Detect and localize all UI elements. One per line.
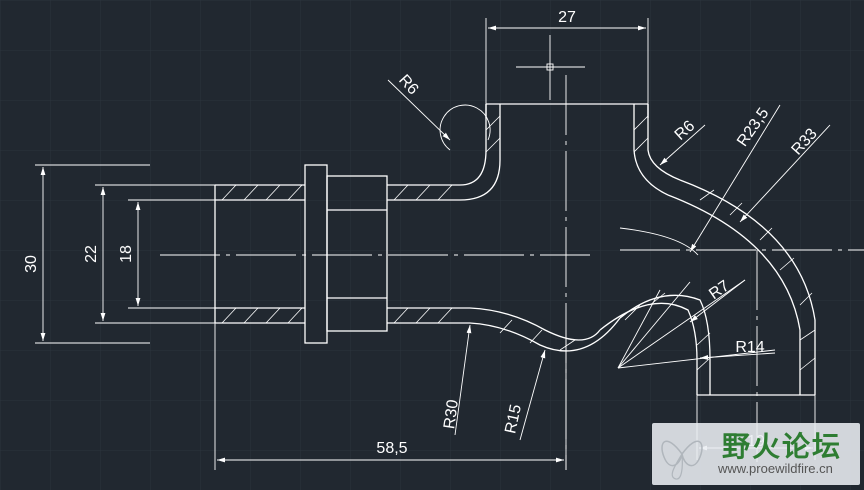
- watermark-url: www.proewildfire.cn: [718, 461, 833, 476]
- dim-label-r30: R30: [441, 399, 462, 431]
- dim-radius-r14[interactable]: R14: [617, 339, 776, 369]
- crosshair-cursor-icon: [516, 35, 585, 100]
- dim-diameter-30[interactable]: 30: [23, 164, 150, 344]
- butterfly-logo-icon: [661, 440, 703, 480]
- dim-label-58-5: 58,5: [376, 440, 407, 457]
- dim-label-r15: R15: [502, 403, 525, 435]
- watermark-title: 野火论坛: [722, 430, 843, 463]
- dim-label-30: 30: [23, 255, 40, 273]
- watermark: 野火论坛 www.proewildfire.cn: [652, 423, 860, 485]
- left-pipe-body: [214, 164, 470, 344]
- dim-diameter-22[interactable]: 22: [83, 184, 215, 324]
- dim-diameter-18[interactable]: 18: [118, 199, 215, 309]
- dim-width-27[interactable]: 27: [485, 9, 649, 104]
- dim-label-18: 18: [118, 245, 135, 263]
- dim-length-58-5[interactable]: 58,5: [214, 323, 567, 470]
- section-hatching: [221, 115, 816, 371]
- dim-label-27: 27: [558, 9, 576, 26]
- faucet-body: [459, 103, 816, 396]
- dim-label-22: 22: [83, 245, 100, 263]
- dim-radius-r30[interactable]: R30: [441, 324, 472, 436]
- dim-label-r14: R14: [735, 339, 764, 356]
- dim-radius-r15[interactable]: R15: [502, 349, 546, 441]
